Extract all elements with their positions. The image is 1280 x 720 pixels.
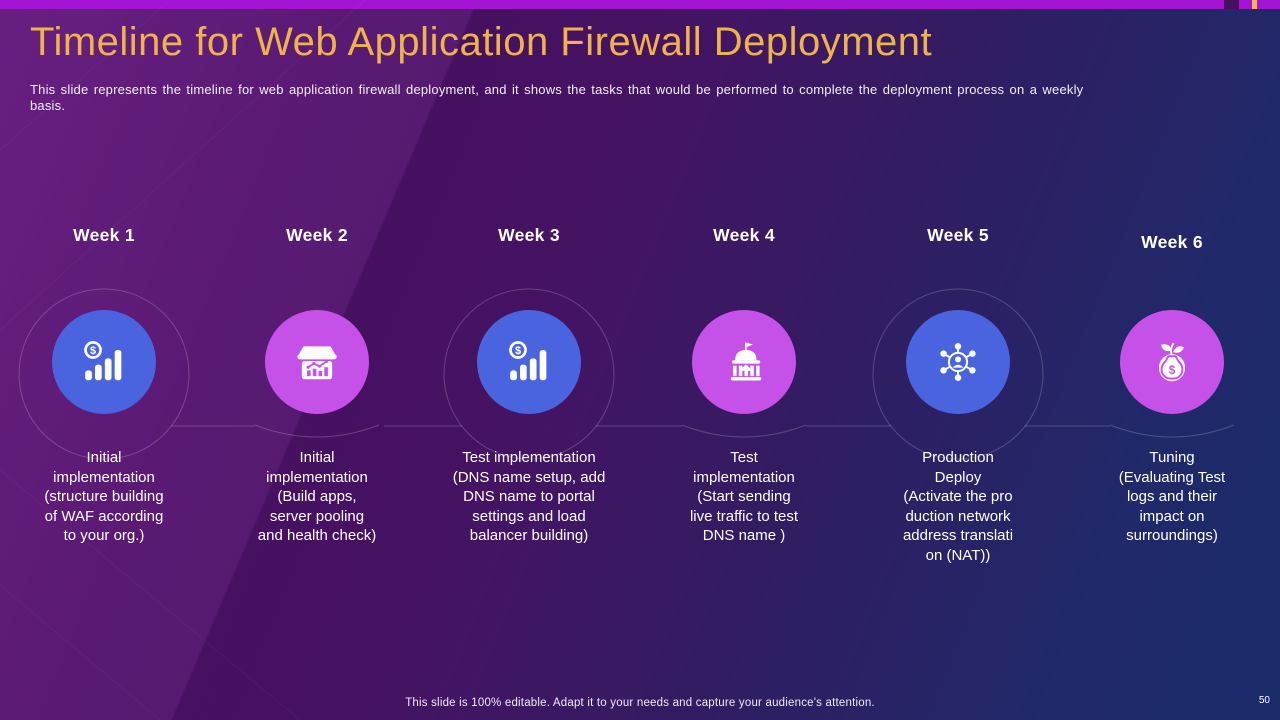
user-network-icon (940, 343, 976, 381)
week-label: Week 2 (286, 225, 348, 245)
top-accent-tick (1252, 0, 1257, 9)
storefront-analytics-icon (297, 346, 337, 380)
week-item-6: Week 6 $ Tuning (Evaluating Test logs an… (1066, 225, 1278, 544)
svg-text:$: $ (1169, 365, 1176, 377)
week-item-1: Week 1 $ Initial implementation (structu… (0, 225, 210, 544)
svg-text:$: $ (90, 345, 96, 357)
slide-footer-note: This slide is 100% editable. Adapt it to… (405, 697, 875, 709)
week-item-5: Week 5 (852, 225, 1064, 564)
week-description: Initial implementation (Build apps, serv… (257, 449, 377, 544)
money-growth-icon: $ (1158, 342, 1186, 382)
week-description: Test implementation (Start sending live … (689, 449, 799, 544)
top-accent-bar (0, 0, 1280, 9)
revenue-growth-icon: $ (84, 341, 122, 381)
week-label: Week 3 (498, 225, 560, 245)
page-number: 50 (1258, 695, 1270, 706)
week-description: Production Deploy (Activate the pro duct… (902, 449, 1014, 564)
week-circle (906, 310, 1010, 414)
revenue-growth-icon: $ (509, 341, 547, 381)
week-item-4: Week 4 Test implementation (Start (638, 225, 850, 544)
week-item-2: Week 2 Initial implementation (Build app… (211, 225, 423, 544)
week-item-3: Week 3 $ Test implementation (DNS name s… (423, 225, 635, 544)
week-circle: $ (477, 310, 581, 414)
week-label: Week 5 (927, 225, 989, 245)
week-label: Week 1 (73, 225, 135, 245)
slide-subtitle: This slide represents the timeline for w… (30, 82, 1084, 113)
svg-text:$: $ (515, 345, 521, 357)
government-building-icon (730, 342, 762, 381)
week-label: Week 4 (713, 225, 775, 245)
week-circle (265, 310, 369, 414)
week-circle: $ (52, 310, 156, 414)
week-circle (692, 310, 796, 414)
week-description: Test implementation (DNS name setup, add… (452, 449, 606, 544)
week-label: Week 6 (1141, 232, 1203, 252)
page-title: Timeline for Web Application Firewall De… (30, 20, 933, 64)
top-accent-bar-gap (1224, 0, 1239, 9)
week-description: Initial implementation (structure buildi… (44, 449, 164, 544)
week-circle: $ (1120, 310, 1224, 414)
week-description: Tuning (Evaluating Test logs and their i… (1118, 449, 1226, 544)
